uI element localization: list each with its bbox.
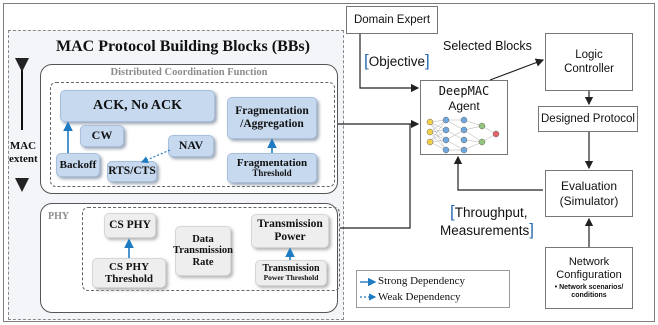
frag-agg-line2: /Aggregation — [240, 118, 304, 130]
nav-block-label: NAV — [178, 138, 204, 153]
nav-to-rts-arrow — [140, 149, 171, 163]
rts-cts-block: RTS/CTS — [107, 161, 157, 182]
backoff-block-label: Backoff — [59, 158, 97, 171]
tx-power-line2: Power — [274, 231, 306, 243]
legend — [356, 270, 510, 308]
phy-label: PHY — [48, 211, 70, 222]
cw-block-label: CW — [91, 128, 113, 143]
legend-weak: Weak Dependency — [378, 291, 461, 303]
data-rate-line1: Data — [192, 233, 214, 245]
backoff-block: Backoff — [56, 153, 100, 177]
cs-phy-threshold-block: CS PHY Threshold — [92, 258, 166, 288]
ack-block: ACK, No ACK — [60, 90, 215, 122]
mac-extent-line2: extent — [9, 152, 38, 165]
neural-network-icon — [426, 116, 500, 154]
mac-extent-label: MAC extent — [9, 140, 38, 165]
agent-label: Agent — [448, 99, 480, 113]
agent-to-logic-arrow — [489, 58, 545, 81]
outer-frame — [3, 3, 655, 322]
mac-extent-line1: MAC — [9, 140, 37, 152]
netcfg-line2: Configuration — [556, 268, 622, 281]
cs-phy-threshold-line1: CS PHY — [108, 260, 150, 273]
throughput-text: Throughput, — [454, 205, 528, 220]
tx-power-threshold-block: Transmission Power Threshold — [255, 260, 327, 286]
bb-panel-title: MAC Protocol Building Blocks (BBs) — [56, 38, 310, 55]
logic-controller-box: Logic Controller — [545, 33, 633, 91]
cs-phy-threshold-line2: Threshold — [104, 273, 154, 285]
evaluation-box: Evaluation (Simulator) — [545, 170, 633, 217]
data-rate-line2: Transmission — [173, 245, 233, 257]
objective-text: Objective — [368, 54, 426, 69]
dcf-inner-region — [50, 82, 335, 187]
domain-expert-label: Domain Expert — [353, 13, 431, 26]
objective-label: [Objective] — [364, 51, 430, 70]
cw-block: CW — [80, 125, 124, 147]
frag-agg-block: Fragmentation /Aggregation — [227, 97, 317, 139]
logic-line1: Logic — [575, 48, 603, 61]
evaluation-line2: (Simulator) — [559, 193, 619, 208]
throughput-label: [Throughput, — [450, 202, 528, 221]
legend-strong: Strong Dependency — [378, 275, 465, 287]
legend-strong-label: Strong Dependency — [378, 275, 466, 287]
designed-protocol-box: Designed Protocol — [538, 106, 638, 132]
frag-threshold-line2: Threshold — [252, 168, 292, 179]
cs-phy-block: CS PHY — [104, 213, 156, 238]
network-config-box: Network Configuration • Network scenario… — [545, 247, 633, 309]
data-rate-block: Data Transmission Rate — [173, 226, 233, 276]
measurements-label: Measurements] — [440, 220, 535, 239]
rts-cts-block-label: RTS/CTS — [108, 165, 156, 178]
phy-inner-region — [82, 207, 340, 291]
netcfg-bullet-cont: conditions — [571, 291, 607, 299]
evaluation-line1: Evaluation — [560, 178, 618, 193]
measurements-text: Measurements — [440, 223, 530, 238]
frag-threshold-line1: Fragmentation — [236, 157, 308, 169]
frag-agg-line1: Fragmentation — [235, 105, 309, 118]
tx-power-threshold-line2: Power Threshold — [263, 273, 319, 283]
legend-weak-label: Weak Dependency — [378, 291, 461, 303]
tx-power-line1: Transmission — [257, 218, 323, 231]
logic-line2: Controller — [564, 63, 614, 75]
tx-power-threshold-line1: Transmission — [262, 263, 320, 275]
selected-blocks-label: Selected Blocks — [443, 39, 532, 53]
netcfg-line1: Network — [568, 256, 610, 269]
expert-to-agent-arrow — [359, 34, 420, 93]
netcfg-bullet: • Network scenarios/ — [554, 283, 624, 291]
domain-expert-box: Domain Expert — [346, 6, 438, 34]
deepmac-label: DeepMAC — [438, 84, 490, 98]
nav-block: NAV — [168, 135, 214, 157]
ack-block-label: ACK, No ACK — [92, 98, 183, 114]
tx-power-block: Transmission Power — [251, 214, 329, 248]
frag-threshold-block: Fragmentation Threshold — [227, 153, 317, 183]
deepmac-agent-box: DeepMAC Agent — [420, 80, 508, 155]
dcf-title: Distributed Coordination Function — [110, 67, 268, 78]
cs-phy-block-label: CS PHY — [109, 219, 151, 232]
data-rate-line3: Rate — [192, 256, 214, 268]
phy-to-agent-line — [340, 124, 411, 229]
eval-to-agent-arrow — [453, 155, 543, 191]
designed-protocol-label: Designed Protocol — [541, 112, 635, 125]
